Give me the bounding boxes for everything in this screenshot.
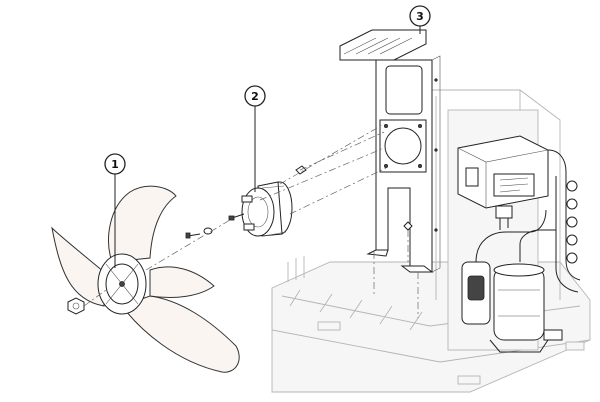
- nut-hole: [72, 302, 80, 310]
- motor-edges: [261, 185, 287, 237]
- bracket-mount-plate: [379, 119, 427, 173]
- coil-bend-1: [566, 180, 578, 192]
- compressor-compartment: [447, 109, 581, 353]
- terminal-block: [465, 167, 479, 187]
- nut-icon: [67, 297, 85, 315]
- coil-bend-2: [566, 198, 578, 210]
- base-pipe: [489, 339, 549, 353]
- flange-hole-3: [434, 228, 438, 232]
- compressor-body: [493, 267, 545, 341]
- motor-mount-ear-top: [241, 195, 253, 203]
- flange-hole-2: [434, 148, 438, 152]
- bracket-top-tray: [339, 29, 427, 61]
- base-pan-front-edge: [271, 288, 591, 363]
- hardware: [67, 165, 413, 315]
- control-board-lines: [499, 177, 529, 193]
- fan-blade-left: [51, 226, 105, 307]
- base-pan-grooves: [289, 289, 423, 331]
- axis-nut-fan: [83, 289, 107, 307]
- callout-1-label: 1: [111, 158, 119, 171]
- callout-1-circle: [104, 153, 126, 175]
- pipe-right-1: [547, 149, 581, 281]
- callout-1: 1: [104, 153, 126, 268]
- callout-3-circle: [409, 5, 431, 27]
- base-foot-left: [317, 321, 341, 331]
- fan-blade-upper: [108, 185, 177, 263]
- callout-3-label: 3: [416, 10, 424, 23]
- fan-hub-ring: [105, 263, 139, 305]
- coil-bend-4: [566, 234, 578, 246]
- bolt-head: [185, 232, 191, 239]
- bracket-bolt-hole-3: [383, 163, 388, 168]
- axis-motor-bracket-top: [279, 123, 385, 185]
- axis-motor-center: [259, 147, 385, 201]
- bracket-tray-slots: [343, 37, 413, 55]
- compressor-bands: [498, 289, 540, 317]
- axis-fan-motor: [145, 219, 231, 271]
- grille-stubs: [287, 256, 305, 282]
- axis-screw-bracket: [299, 131, 385, 171]
- callout-2-label: 2: [251, 90, 259, 103]
- control-box-edges: [457, 147, 549, 208]
- service-valve: [543, 329, 563, 341]
- coil-bend-3: [566, 216, 578, 228]
- bracket-screw: [403, 221, 413, 231]
- bracket-bolt-hole-1: [383, 124, 388, 129]
- bracket-upper-window: [385, 65, 423, 115]
- coil-bend-5: [566, 252, 578, 264]
- base-foot-front: [457, 375, 481, 385]
- bracket-foot-right: [400, 265, 434, 273]
- discharge-pipe: [519, 229, 556, 262]
- assembly-lines: [83, 123, 419, 318]
- side-panel-top: [430, 89, 561, 300]
- motor-bracket: [339, 29, 441, 273]
- compressor-top: [493, 263, 545, 277]
- flange-hole-1: [434, 78, 438, 82]
- callout-3: 3: [409, 5, 431, 34]
- fan-icon: [51, 185, 240, 373]
- accumulator-label: [467, 275, 485, 301]
- fan-motor: [228, 181, 293, 237]
- fan-blade-lower: [121, 295, 240, 373]
- base-foot-right: [565, 341, 585, 351]
- bracket-bolt-hole-4: [417, 163, 422, 168]
- pipe-right-2: [555, 176, 579, 293]
- motor-shaft-tip: [228, 215, 235, 221]
- fan-blade-right: [149, 266, 215, 299]
- callout-2: 2: [244, 85, 266, 192]
- screw-icon: [295, 165, 307, 175]
- bracket-motor-hole: [384, 127, 422, 165]
- bracket-foot-left: [366, 249, 389, 257]
- motor-mount-ear-bottom: [243, 223, 255, 231]
- fan-hub-center: [119, 281, 125, 287]
- axis-motor-bracket-bottom: [289, 167, 387, 215]
- callout-2-circle: [244, 85, 266, 107]
- four-way-valve: [495, 205, 513, 219]
- bracket-side-flange: [431, 55, 441, 273]
- bracket-bolt-hole-2: [417, 124, 422, 129]
- washer-icon: [203, 227, 213, 235]
- suction-pipe: [475, 209, 547, 263]
- motor-front-ring: [247, 196, 269, 228]
